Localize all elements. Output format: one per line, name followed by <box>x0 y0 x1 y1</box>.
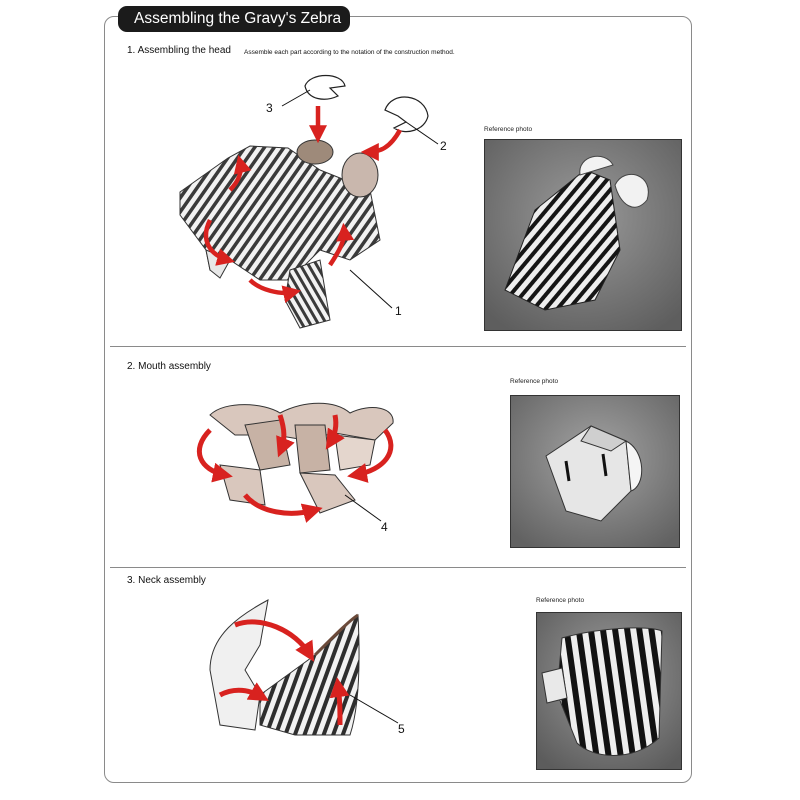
zebra-head-photo <box>485 140 681 330</box>
zebra-neck-photo <box>537 613 681 769</box>
callout-leaders <box>281 89 439 309</box>
ear-part-2 <box>384 96 429 133</box>
mouth-part <box>209 402 394 514</box>
reference-photo-neck <box>536 612 682 770</box>
page-frame <box>104 16 692 783</box>
reference-label-mouth: Reference photo <box>510 378 559 385</box>
head-assembly-diagram: 3 2 1 <box>179 74 447 329</box>
callout-2: 2 <box>440 139 447 153</box>
callout-3: 3 <box>266 101 273 115</box>
neck-assembly-arrows <box>218 619 350 726</box>
section-heading-mouth: 2. Mouth assembly <box>127 361 211 372</box>
callout-4: 4 <box>381 520 388 534</box>
reference-label-head: Reference photo <box>484 126 533 133</box>
neck-part <box>209 599 360 736</box>
page-title: Assembling the Gravy's Zebra <box>118 6 350 32</box>
callout-leader-5 <box>349 694 399 724</box>
assembly-arrows <box>203 106 402 304</box>
section-divider <box>110 346 686 347</box>
instruction-note: Assemble each part according to the nota… <box>244 49 455 56</box>
section-heading-head: 1. Assembling the head <box>127 45 231 56</box>
reference-photo-mouth <box>510 395 680 548</box>
neck-assembly-diagram: 5 <box>209 599 405 736</box>
reference-label-neck: Reference photo <box>536 597 585 604</box>
section-divider <box>110 567 686 568</box>
reference-photo-head <box>484 139 682 331</box>
callout-1: 1 <box>395 304 402 318</box>
mouth-assembly-arrows <box>196 414 394 523</box>
section-heading-neck: 3. Neck assembly <box>127 575 206 586</box>
cheek-piece <box>341 152 379 198</box>
callout-leader-4 <box>344 494 382 522</box>
zebra-mouth-photo <box>511 396 679 547</box>
callout-5: 5 <box>398 722 405 736</box>
mouth-assembly-diagram: 4 <box>196 402 394 534</box>
ear-part-3 <box>304 74 346 100</box>
forehead-piece <box>296 139 334 165</box>
